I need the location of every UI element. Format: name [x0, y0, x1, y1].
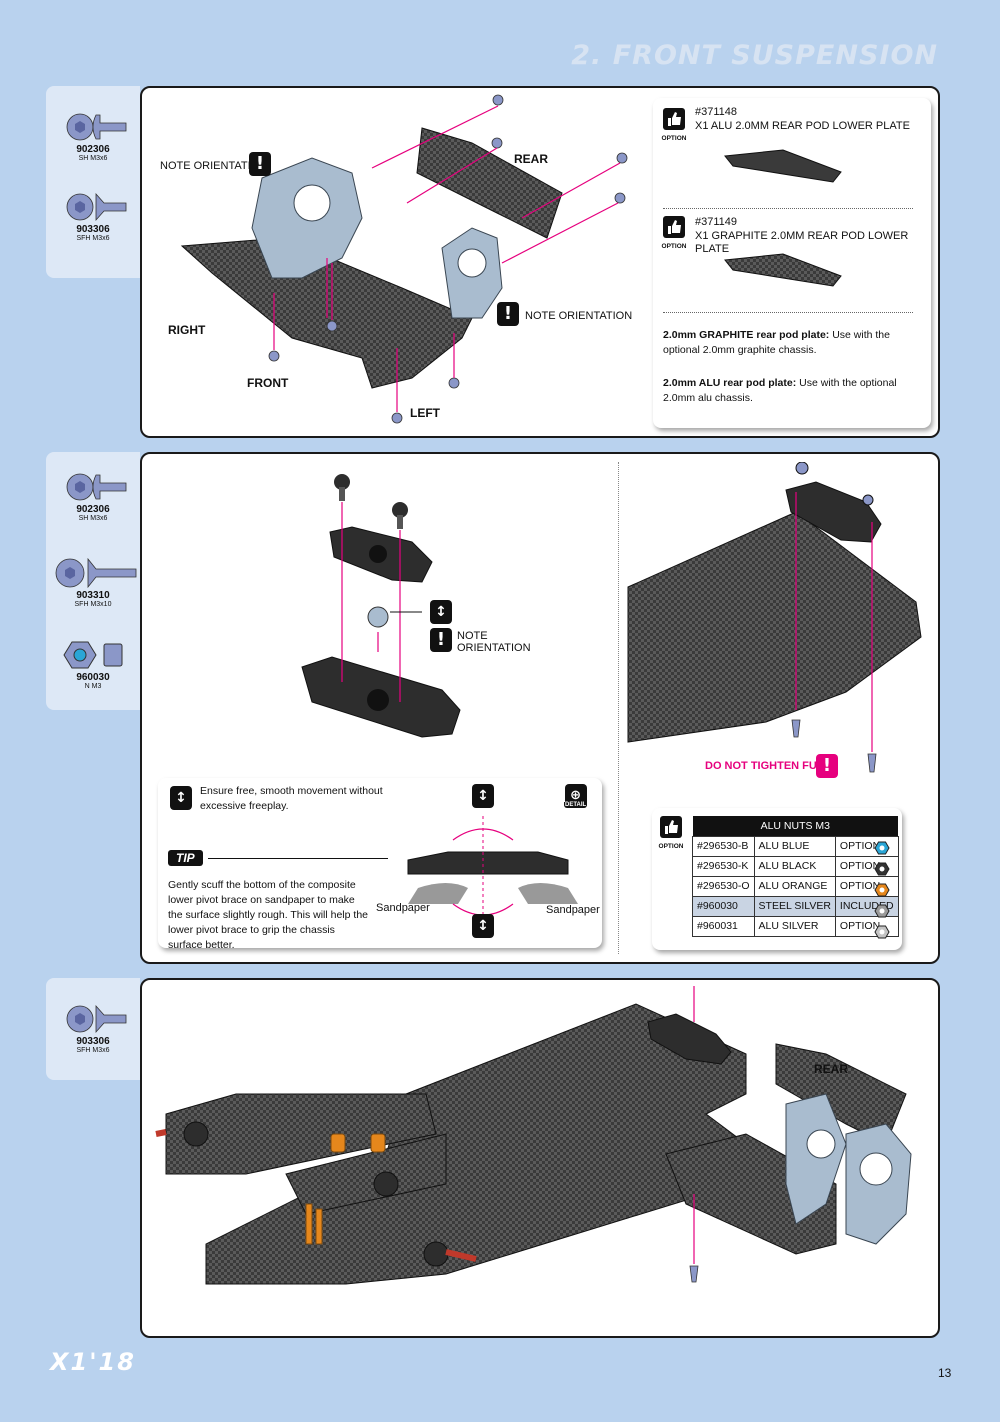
thumbs-up-icon: OPTION [659, 816, 686, 850]
note-orientation-label-2: NOTE ORIENTATION [525, 310, 633, 322]
step1-panel: NOTE ORIENTATION ! NOTE ORIENTATION ! RE… [140, 86, 940, 438]
step1-parts-sidebar: 902306 SH M3x6 903306 SFH M3x6 [46, 86, 140, 278]
option-name: X1 ALU 2.0MM REAR POD LOWER PLATE [695, 120, 910, 132]
sandpaper-label-right: Sandpaper [546, 904, 600, 916]
detail-icon: ⊕ DETAIL [564, 784, 588, 808]
nut-swatch-icon [874, 841, 890, 855]
tip-text: Gently scuff the bottom of the composite… [168, 879, 368, 951]
movement-icon: ↕ [430, 600, 452, 624]
nut-swatch-icon [874, 883, 890, 897]
step3-panel: REAR [140, 978, 940, 1338]
option-code: #371148 [695, 106, 738, 118]
sandpaper-detail-illustration [407, 816, 578, 928]
thumbs-up-icon [663, 108, 685, 130]
option-name: X1 GRAPHITE 2.0MM REAR POD LOWER PLATE [695, 230, 909, 255]
step2-panel: ↕ ! NOTE ORIENTATION DO NOT TIGHTEN FULL… [140, 452, 940, 964]
page-number: 13 [938, 1366, 952, 1380]
warning-icon: ! [816, 754, 838, 778]
movement-icon: ↕ [472, 784, 494, 808]
warning-icon: ! [430, 628, 452, 652]
option-code: #371149 [695, 216, 738, 228]
direction-front: FRONT [247, 376, 289, 390]
part-902306: 902306 SH M3x6 [46, 110, 140, 163]
brand-logo: X1'18 [50, 1348, 136, 1376]
nut-swatch-icon [874, 904, 890, 918]
section-title: 2. FRONT SUSPENSION [571, 40, 938, 71]
flat-head-screw-icon [55, 557, 137, 589]
option-item-371148: OPTION [662, 108, 689, 142]
graphite-plate-illustration [724, 253, 842, 287]
nut-swatch-icon [874, 925, 890, 939]
table-header: ALU NUTS M3 [692, 816, 899, 836]
chassis-brace-illustration [627, 462, 922, 773]
nut-icon [63, 641, 123, 669]
option-note-alu: 2.0mm ALU rear pod plate: Use with the o… [663, 377, 897, 404]
rear-pod-exploded-illustration [180, 94, 628, 424]
front-suspension-assembly-illustration [155, 986, 912, 1285]
step3-parts-sidebar: 903306 SFH M3x6 [46, 978, 140, 1080]
flat-head-screw-icon [66, 192, 127, 222]
movement-text: Ensure free, smooth movement without exc… [200, 785, 383, 812]
tip-label: TIP [168, 850, 203, 866]
thumbs-up-icon [663, 216, 685, 238]
do-not-tighten-label: DO NOT TIGHTEN FULLY [705, 760, 837, 772]
direction-rear: REAR [514, 152, 549, 166]
note-orientation-label: NOTE ORIENTATION [457, 630, 531, 654]
part-903310: 903310 SFH M3x10 [46, 556, 140, 609]
nut-swatch-icon [874, 862, 890, 876]
warning-icon: ! [249, 152, 271, 176]
direction-right: RIGHT [168, 323, 206, 337]
part-902306: 902306 SH M3x6 [46, 470, 140, 523]
flat-head-screw-icon [66, 1004, 127, 1034]
option-item-371149: OPTION [662, 216, 689, 250]
direction-rear: REAR [814, 1062, 849, 1076]
alu-plate-illustration [724, 149, 842, 183]
sandpaper-label-left: Sandpaper [376, 902, 430, 914]
movement-icon: ↕ [170, 786, 192, 810]
button-head-screw-icon [66, 113, 127, 141]
option-note-graphite: 2.0mm GRAPHITE rear pod plate: Use with … [663, 329, 890, 356]
nut-color-swatches [872, 838, 892, 947]
step2-parts-sidebar: 902306 SH M3x6 903310 SFH M3x10 960030 N… [46, 452, 140, 710]
warning-icon: ! [497, 302, 519, 326]
part-960030: 960030 N M3 [46, 638, 140, 691]
option-callout-box: OPTION #371148 X1 ALU 2.0MM REAR POD LOW… [653, 98, 931, 428]
part-903306: 903306 SFH M3x6 [46, 190, 140, 243]
tip-callout-box: ↕ Ensure free, smooth movement without e… [158, 778, 602, 951]
button-head-screw-icon [66, 473, 127, 501]
direction-left: LEFT [410, 406, 440, 420]
pivot-brace-exploded-illustration [301, 474, 461, 738]
movement-icon: ↕ [472, 914, 494, 938]
part-903306: 903306 SFH M3x6 [46, 1002, 140, 1055]
note-orientation-label-1: NOTE ORIENTATION [160, 160, 268, 172]
